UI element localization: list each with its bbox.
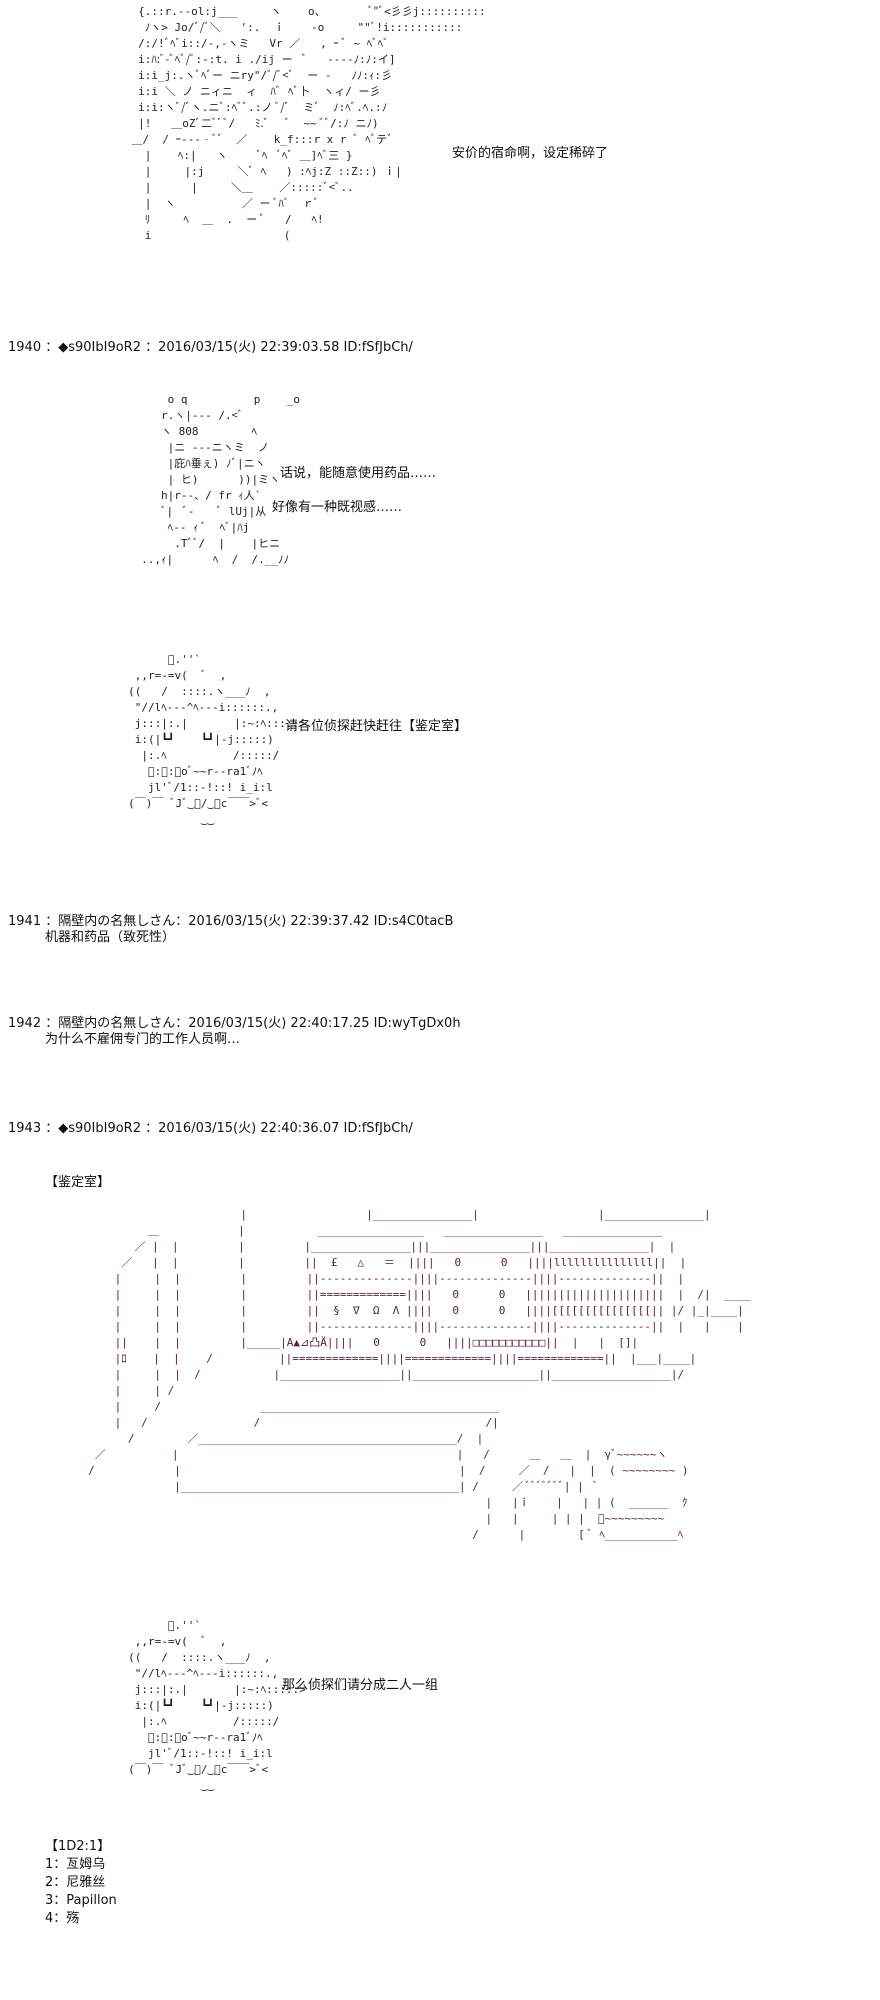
dialogue-line: 安价的宿命啊，设定稀碎了 <box>452 146 609 161</box>
post-header: 1941 ：隔壁内の名無しさん：2016/03/15(火) 22:39:37.4… <box>8 914 454 929</box>
dice-result-list: 【1D2:1】 1：亙姆乌 2：尼雅丝 3：Papillon 4：殇 <box>45 1838 117 1928</box>
ascii-art-character-3-repeat: ﾞ.''` ,,r=-=v( ﾞ , (( / ::::.ヽ___ﾉ , "//… <box>128 1619 306 1792</box>
dice-header: 【1D2:1】 <box>45 1839 111 1854</box>
ascii-art-character-2: o q p _o r.ヽ|--- /.<ﾞ ヽ 808 ﾍ |ニ ‐‐‐ニヽミ … <box>141 393 301 566</box>
list-item: 3：Papillon <box>45 1893 117 1908</box>
list-item: 1：亙姆乌 <box>45 1857 106 1872</box>
list-item: 2：尼雅丝 <box>45 1875 106 1890</box>
post-header: 1940 ：◆s90IbI9oR2 ：2016/03/15(火) 22:39:0… <box>8 340 413 355</box>
list-item: 4：殇 <box>45 1911 80 1926</box>
post-body: 为什么不雇佣专门的工作人员啊… <box>45 1032 241 1047</box>
dialogue-line: 话说，能随意使用药品…… <box>280 466 437 481</box>
dialogue-line: 好像有一种既视感…… <box>272 500 403 515</box>
post-header: 1943 ：◆s90IbI9oR2 ：2016/03/15(火) 22:40:3… <box>8 1121 413 1136</box>
ascii-art-room: | |_______________| |_______________| ＿ … <box>88 1208 751 1541</box>
post-header: 1942 ：隔壁内の名無しさん：2016/03/15(火) 22:40:17.2… <box>8 1016 461 1031</box>
dialogue-line: 请各位侦探赶快赶往【鉴定室】 <box>285 719 468 734</box>
dialogue-line: 那么侦探们请分成二人一组 <box>282 1678 439 1693</box>
ascii-art-character-3: ﾞ.''` ,,r=-=v( ﾞ , (( / ::::.ヽ___ﾉ , "//… <box>128 653 306 826</box>
ascii-art-character-1: {.::r.--ol:j___ ヽ o、 ﾞ"ﾞ<彡彡j:::::::::: ﾉ… <box>131 5 486 242</box>
post-body: 机器和药品（致死性） <box>45 930 176 945</box>
room-title: 【鉴定室】 <box>45 1175 111 1190</box>
